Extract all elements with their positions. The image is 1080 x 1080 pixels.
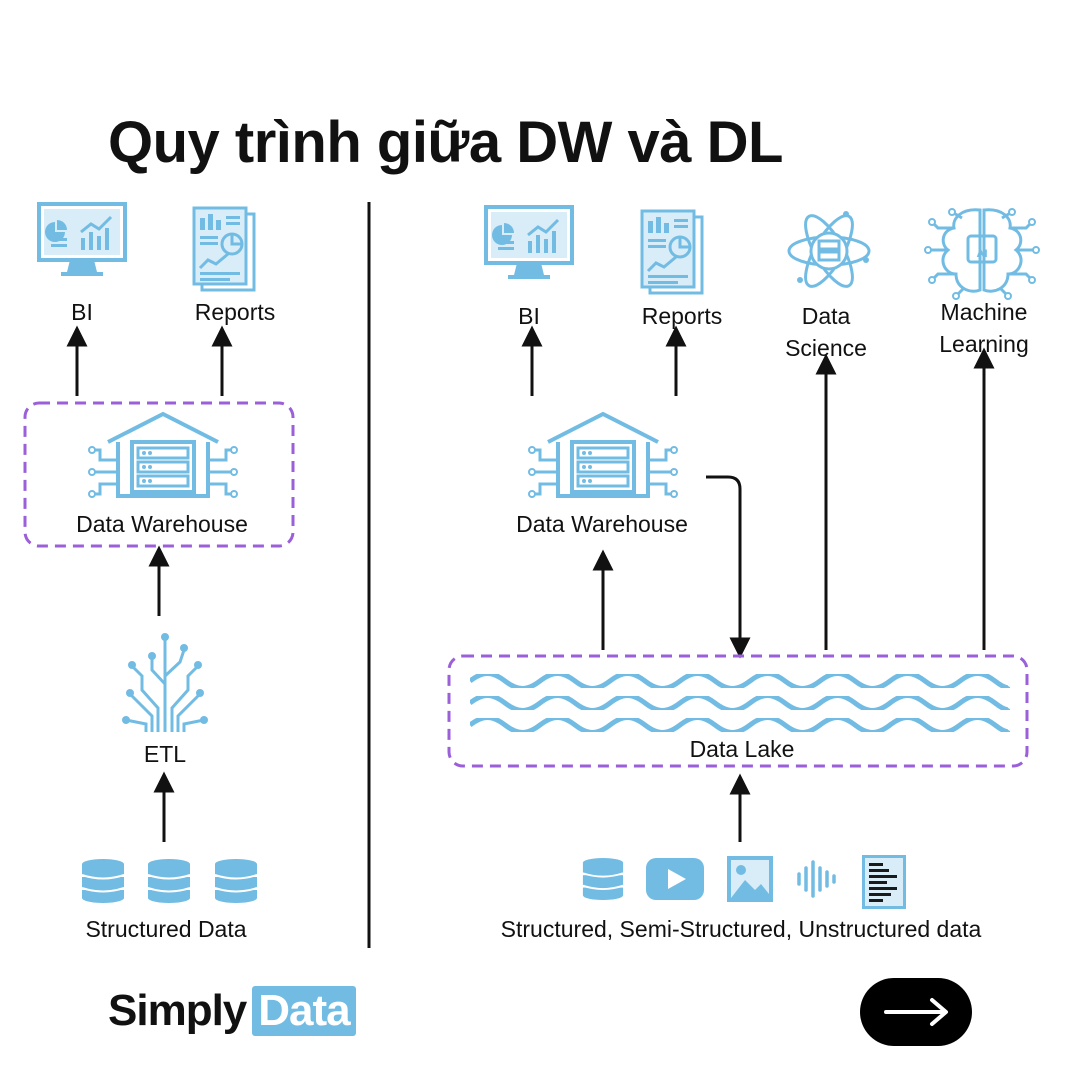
next-button[interactable] — [860, 978, 972, 1046]
image-icon — [727, 856, 773, 902]
structured-data-label: Structured Data — [85, 916, 247, 942]
reports-label-right: Reports — [641, 303, 723, 329]
ai-chip-label: AI — [977, 248, 988, 260]
arrow-right-icon — [884, 998, 948, 1026]
atom-science-icon — [787, 207, 871, 295]
monitor-chart-icon — [484, 205, 574, 281]
warehouse-icon — [528, 412, 678, 499]
wave-lake-icon — [470, 718, 1010, 733]
report-doc-icon — [640, 209, 704, 295]
reports-label: Reports — [194, 299, 276, 325]
brand-word-data: Data — [252, 986, 356, 1036]
warehouse-label-right: Data Warehouse — [516, 511, 688, 537]
etl-label: ETL — [143, 741, 187, 767]
text-doc-icon — [862, 855, 906, 909]
audio-wave-icon — [797, 860, 836, 898]
machine-learning-label-line2: Learning — [939, 331, 1029, 357]
data-science-label-line1: Data — [801, 303, 851, 329]
bi-label-right: BI — [518, 303, 540, 329]
data-science-label-line2: Science — [785, 335, 867, 361]
bi-label: BI — [71, 299, 93, 325]
machine-learning-label-line1: Machine — [940, 299, 1028, 325]
monitor-chart-icon — [37, 202, 127, 278]
database-icon — [81, 858, 125, 904]
brand-word-simply: Simply — [108, 986, 247, 1035]
database-icon — [147, 858, 191, 904]
wave-lake-icon — [470, 674, 1010, 689]
video-play-icon — [646, 858, 704, 900]
database-icon — [581, 857, 625, 901]
data-lake-label: Data Lake — [689, 736, 795, 762]
arrow-dw-to-lake — [706, 475, 751, 659]
report-doc-icon — [192, 206, 256, 292]
warehouse-label: Data Warehouse — [76, 511, 248, 537]
page-title: Quy trình giữa DW và DL — [108, 110, 783, 175]
wave-lake-icon — [470, 696, 1010, 711]
etl-tree-icon — [122, 631, 208, 734]
lake-box — [447, 654, 1029, 768]
brand-logo: Simply Data — [108, 986, 356, 1036]
warehouse-icon — [88, 412, 238, 499]
database-icon — [214, 858, 258, 904]
mixed-data-label: Structured, Semi-Structured, Unstructure… — [500, 916, 982, 942]
